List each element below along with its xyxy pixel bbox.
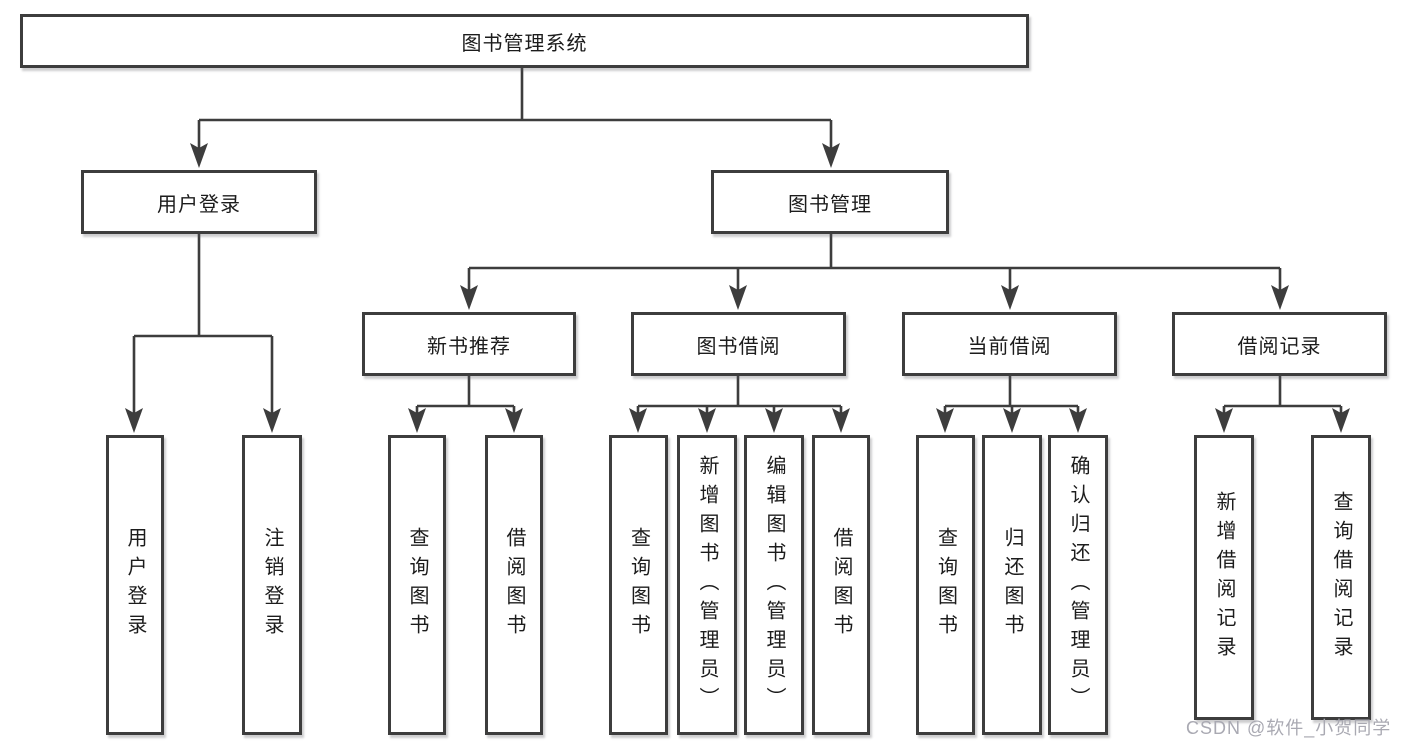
leaf-return-books: 归还图书: [982, 435, 1042, 735]
leaf-edit-books-admin: 编辑图书（管理员）: [744, 435, 804, 735]
leaf-add-borrow-record: 新增借阅记录: [1194, 435, 1254, 720]
node-book-management: 图书管理: [711, 170, 949, 234]
node-book-borrowing: 图书借阅: [631, 312, 846, 376]
leaf-borrowing-borrow-books: 借阅图书: [812, 435, 870, 735]
leaf-add-books-admin: 新增图书（管理员）: [677, 435, 737, 735]
leaf-confirm-return-admin: 确认归还（管理员）: [1048, 435, 1108, 735]
leaf-current-query-books: 查询图书: [916, 435, 975, 735]
leaf-newbooks-query-books: 查询图书: [388, 435, 446, 735]
leaf-borrowing-query-books: 查询图书: [609, 435, 668, 735]
node-user-login: 用户登录: [81, 170, 317, 234]
leaf-newbooks-borrow-books: 借阅图书: [485, 435, 543, 735]
node-root: 图书管理系统: [20, 14, 1029, 68]
node-current-borrowing: 当前借阅: [902, 312, 1117, 376]
leaf-query-borrow-record: 查询借阅记录: [1311, 435, 1371, 720]
leaf-user-login: 用户登录: [106, 435, 164, 735]
csdn-watermark: CSDN @软件_小贺同学: [1186, 718, 1392, 738]
node-new-book-recommend: 新书推荐: [362, 312, 576, 376]
node-borrow-records: 借阅记录: [1172, 312, 1387, 376]
leaf-logout: 注销登录: [242, 435, 302, 735]
